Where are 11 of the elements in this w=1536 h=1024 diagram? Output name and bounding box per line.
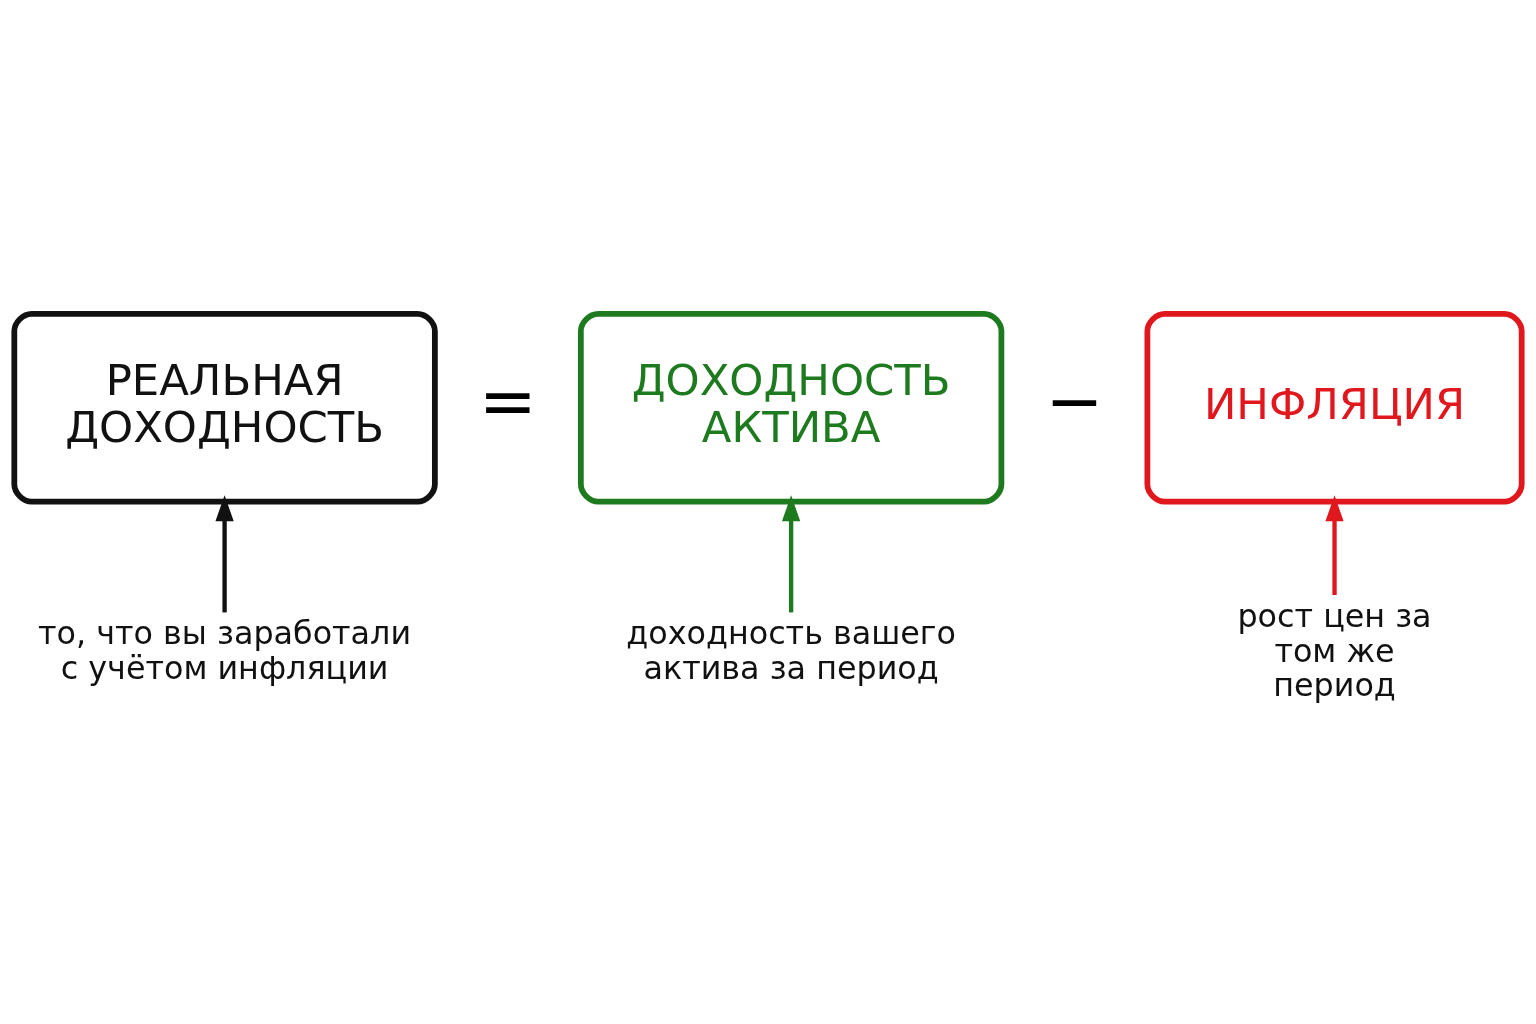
label: = bbox=[478, 360, 537, 441]
node-box: ДОХОДНОСТЬ АКТИВА bbox=[577, 310, 1005, 505]
node-box: ИНФЛЯЦИЯ bbox=[1144, 310, 1525, 505]
node-text: доходность вашего актива за период bbox=[626, 613, 956, 686]
arrow bbox=[1325, 494, 1344, 595]
label: − bbox=[1045, 360, 1104, 441]
arrow bbox=[782, 494, 801, 612]
node-box: РЕАЛЬНАЯ ДОХОДНОСТЬ bbox=[11, 310, 438, 505]
node-text: то, что вы заработали с учётом инфляции bbox=[38, 613, 412, 686]
node-text: рост цен за том же период bbox=[1237, 596, 1432, 703]
arrow bbox=[215, 494, 234, 612]
